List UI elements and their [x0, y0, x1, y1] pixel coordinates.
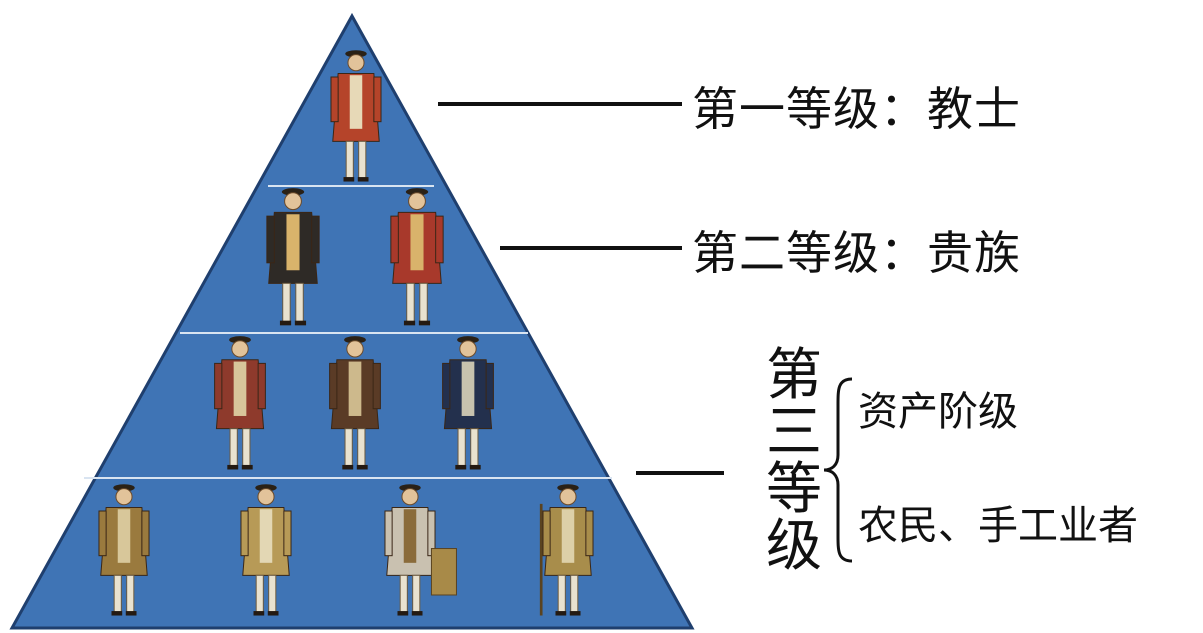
tier3-group-bourgeoisie: 资产阶级	[858, 389, 1018, 435]
peasant-figure	[240, 484, 292, 616]
tier3-vertical-char-3: 等	[766, 457, 822, 522]
tier1-leader-line	[438, 102, 682, 106]
tier3-group-peasants-artisans: 农民、手工业者	[858, 503, 1138, 549]
pyramid-shape	[9, 12, 695, 630]
figures-layer	[98, 50, 594, 616]
bourgeois-figure	[329, 336, 381, 470]
tier3-leader-line	[636, 471, 724, 475]
tier2-label: 第二等级：贵族	[692, 226, 1021, 280]
noble-figure	[390, 188, 444, 326]
tier2-leader-line	[500, 246, 682, 250]
tier3-vertical-char-4: 级	[766, 514, 822, 579]
peasant-figure	[384, 484, 457, 616]
bourgeois-figure	[442, 336, 494, 470]
peasant-figure	[539, 484, 594, 616]
tier3-vertical-char-1: 第	[766, 343, 822, 408]
clergy-figure	[330, 50, 382, 182]
tier3-brace	[823, 377, 853, 563]
tier1-label: 第一等级：教士	[692, 82, 1021, 136]
bourgeois-figure	[214, 336, 266, 470]
noble-figure	[266, 188, 320, 326]
peasant-figure	[98, 484, 150, 616]
tier3-vertical-char-2: 三	[766, 400, 822, 465]
